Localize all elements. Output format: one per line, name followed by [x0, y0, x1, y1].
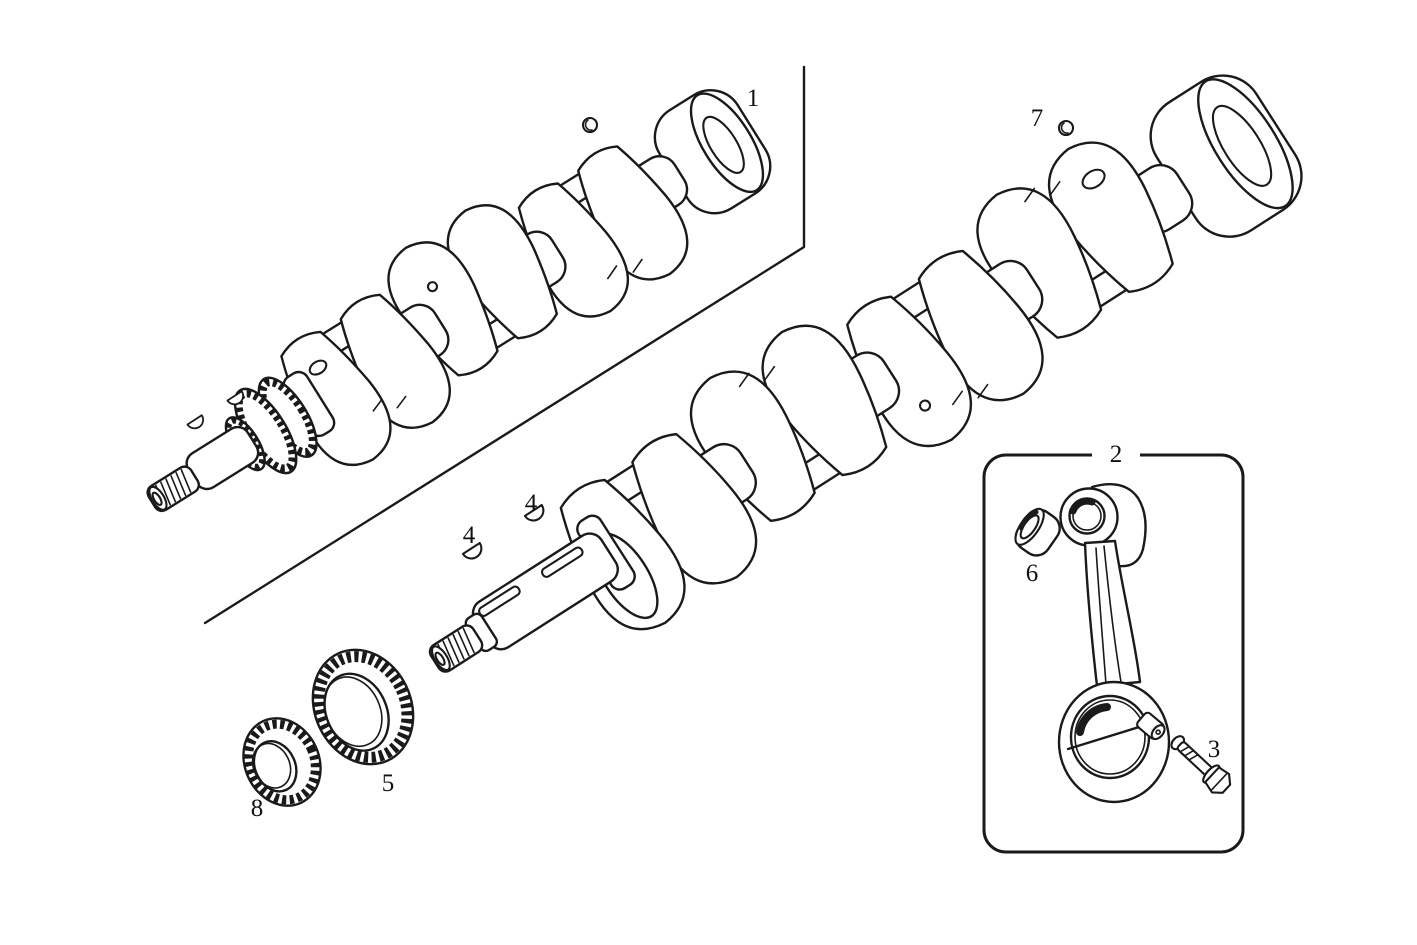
- callout-label-7: 7: [1031, 105, 1044, 132]
- callout-label-8: 8: [251, 795, 264, 822]
- plug-ball-icon: [581, 116, 599, 134]
- timing-gear-small: [242, 717, 322, 807]
- connecting-rod: [1057, 483, 1171, 804]
- callout-label-2: 2: [1110, 441, 1123, 468]
- plug-ball-icon: [1057, 119, 1075, 137]
- callout-label-4a: 4: [525, 490, 538, 517]
- separator-line: [203, 65, 806, 625]
- callout-label-6: 6: [1026, 560, 1039, 587]
- timing-gear-large: [311, 648, 415, 766]
- rod-bolt: [1170, 735, 1232, 794]
- rod-bushing: [1014, 507, 1061, 557]
- callout-label-4b: 4: [463, 522, 476, 549]
- crankshaft-bare: [428, 74, 1303, 673]
- rod-shank: [1083, 539, 1142, 688]
- callout-label-3: 3: [1208, 736, 1221, 763]
- callout-label-5: 5: [382, 770, 395, 797]
- detail-box: [982, 441, 1245, 854]
- callout-label-1: 1: [747, 85, 760, 112]
- woodruff-key-small-a: [186, 414, 208, 433]
- crankshaft-assembled: [146, 89, 772, 513]
- keyway-slot-b: [540, 546, 584, 578]
